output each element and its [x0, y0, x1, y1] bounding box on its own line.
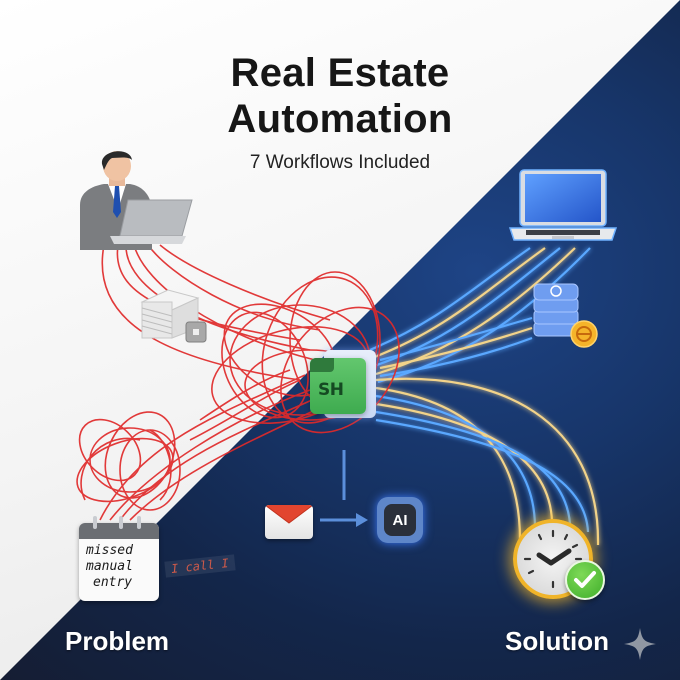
- coin-badge-icon: [570, 320, 598, 348]
- calendar-text-line: missed: [86, 543, 133, 558]
- page-title-line1: Real Estate: [230, 51, 450, 95]
- sheet-front-page: SH: [310, 358, 366, 414]
- laptop-gray-icon: [110, 199, 193, 244]
- sparkle-icon: [624, 628, 656, 660]
- calendar-ring: [93, 516, 97, 529]
- calendar-text-line: entry: [93, 575, 133, 590]
- solution-wires: [369, 247, 600, 546]
- calendar-ring: [137, 516, 141, 529]
- database-icon: [533, 283, 598, 348]
- spreadsheet-icon: SH: [310, 350, 376, 420]
- email-to-ai-connector: [320, 450, 368, 527]
- calendar-icon: missed manual entry: [79, 516, 159, 601]
- email-envelope-icon: [265, 505, 313, 539]
- calendar-text-line: manual: [86, 559, 133, 574]
- calendar-ring: [119, 516, 123, 529]
- page-title-line2: Automation: [227, 97, 453, 141]
- checkmark-badge-icon: [565, 560, 605, 600]
- paper-stack-icon: [140, 289, 207, 343]
- sheet-tab: [310, 358, 334, 372]
- solution-label: Solution: [505, 626, 609, 656]
- laptop-icon: [508, 169, 618, 241]
- problem-label: Problem: [65, 626, 170, 656]
- page-subtitle: 7 Workflows Included: [249, 152, 431, 173]
- ai-chip-icon: AI: [377, 497, 423, 543]
- sheet-label: SH: [318, 380, 344, 400]
- ai-chip-label: AI: [384, 504, 416, 536]
